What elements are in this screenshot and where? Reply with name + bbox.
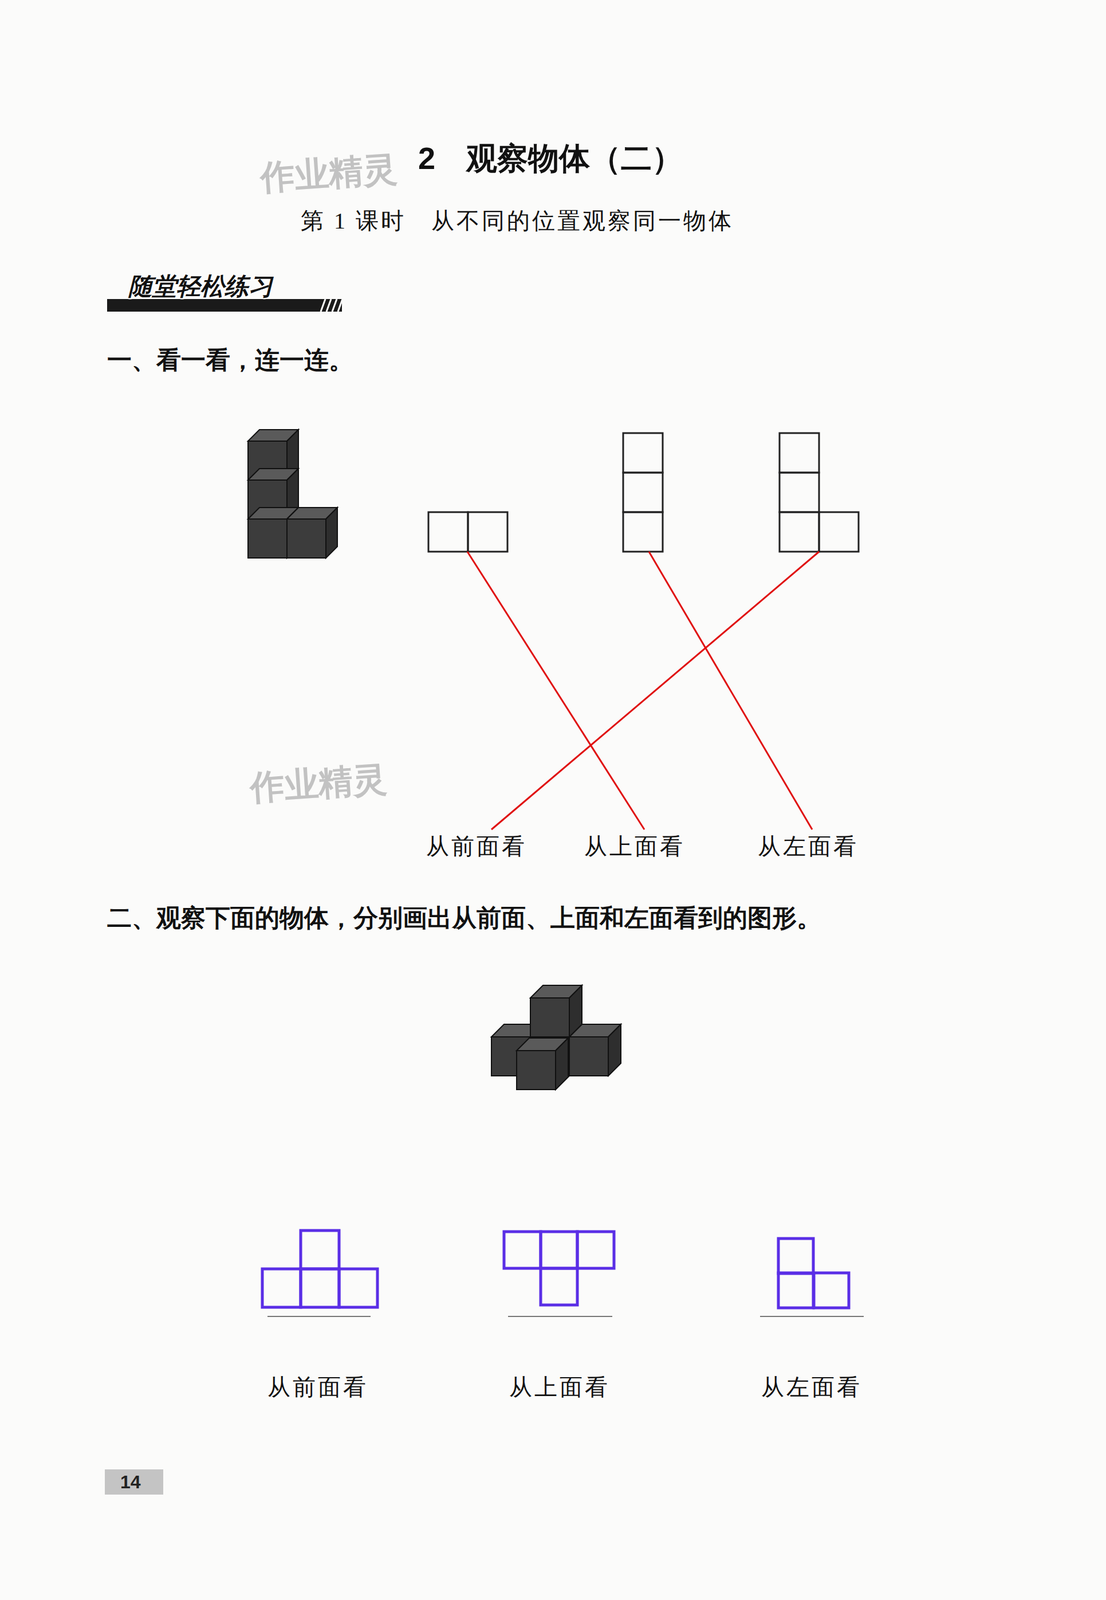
banner-stripe	[337, 298, 343, 312]
page-number: 14	[120, 1470, 141, 1493]
answer-line	[760, 1315, 864, 1317]
answer-cell	[504, 1231, 541, 1269]
view-cell	[779, 512, 820, 552]
answer-cell	[778, 1272, 814, 1308]
match-line	[491, 551, 820, 830]
banner-stripe	[326, 298, 332, 312]
view-label: 从前面看	[267, 1373, 369, 1401]
view-cell	[819, 512, 859, 552]
question-heading: 二、观察下面的物体，分别画出从前面、上面和左面看到的图形。	[107, 903, 822, 934]
match-line	[648, 551, 813, 830]
answer-cell	[339, 1268, 378, 1308]
cube	[286, 507, 338, 558]
cube-front	[530, 997, 570, 1037]
view-cell	[467, 512, 508, 552]
view-label: 从左面看	[757, 832, 859, 861]
cube-front	[286, 518, 326, 558]
answer-cell	[813, 1272, 849, 1308]
answer-cell	[540, 1231, 578, 1269]
view-cell	[779, 433, 820, 473]
section-banner: 随堂轻松练习	[128, 272, 273, 301]
page-title: 2 观察物体（二）	[418, 139, 683, 177]
cube-front	[569, 1036, 609, 1076]
watermark: 作业精灵	[248, 758, 389, 810]
match-line	[467, 551, 645, 830]
view-label: 从上面看	[584, 832, 686, 861]
answer-cell	[577, 1231, 614, 1269]
page-number-box	[104, 1469, 164, 1495]
view-cell	[623, 433, 663, 473]
question-heading: 一、看一看，连一连。	[107, 345, 354, 376]
cube-side	[555, 1037, 569, 1090]
view-cell	[779, 472, 820, 513]
answer-cell	[778, 1238, 814, 1274]
cube	[248, 429, 299, 480]
watermark: 作业精灵	[258, 148, 399, 200]
cube	[530, 985, 582, 1037]
banner-stripe	[332, 298, 337, 312]
cube	[516, 1037, 569, 1090]
cube	[569, 1024, 621, 1076]
answer-line	[508, 1315, 613, 1317]
cube-side	[569, 985, 582, 1037]
cube-front	[516, 1050, 556, 1090]
view-label: 从左面看	[761, 1373, 863, 1401]
answer-cell	[300, 1268, 340, 1308]
cube-side	[325, 507, 338, 558]
banner-bar	[107, 298, 342, 312]
answer-cell	[300, 1230, 340, 1269]
view-label: 从前面看	[426, 832, 527, 861]
answer-cell	[262, 1268, 301, 1308]
answer-cell	[540, 1268, 578, 1305]
view-cell	[428, 512, 468, 552]
cube-front	[248, 518, 287, 558]
subtitle: 第 1 课时 从不同的位置观察同一物体	[300, 207, 734, 235]
view-cell	[623, 512, 663, 552]
banner-stripe	[320, 298, 326, 312]
cube-side	[608, 1024, 621, 1076]
answer-line	[267, 1315, 371, 1317]
cube	[248, 468, 299, 519]
view-cell	[623, 472, 663, 513]
view-label: 从上面看	[509, 1373, 610, 1401]
